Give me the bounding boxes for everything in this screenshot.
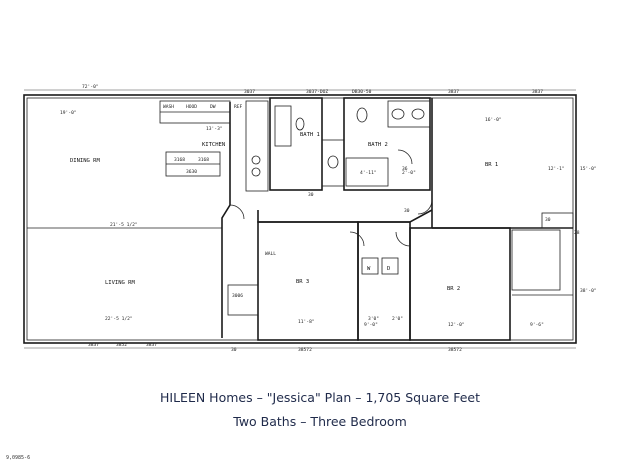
door-tag-c: 30 [231, 347, 237, 353]
footer-code: 9,0985-6 [6, 455, 31, 461]
bath1-walls [269, 97, 323, 191]
door-swing-kitchen [229, 204, 245, 220]
dim-kitchen-width: 13'-3" [206, 126, 223, 132]
window-bottom-2: 3852 [116, 342, 127, 348]
door-swing-br1 [417, 199, 433, 215]
bath2-walls [343, 97, 431, 191]
island-label-b: 3168 [198, 157, 209, 163]
dryer-box [381, 257, 399, 275]
br2-closet [511, 229, 561, 291]
dim-right-height: 15'-0" [580, 166, 597, 172]
br3-closet [227, 284, 259, 316]
window-top-2: 3037-DOZ [306, 89, 328, 95]
door-tag-a: 30 [308, 192, 314, 198]
window-top-4: 3837 [448, 89, 459, 95]
dim-br1-width: 16'-0" [485, 117, 502, 123]
dim-dining-width: 19'-0" [60, 110, 77, 116]
door-swing-br2 [395, 231, 411, 247]
bath1-toilet [295, 117, 305, 131]
bath1-sink [327, 155, 339, 169]
bath1-label: BATH 1 [300, 132, 320, 138]
fixture-dw: DW [210, 104, 216, 110]
bath1-tub [274, 105, 292, 147]
door-tag-e: 30 [404, 208, 410, 214]
bath2-label: BATH 2 [368, 142, 388, 148]
dim-bath2-width: 4'-11" [360, 170, 377, 176]
dim-bath2-closet: 2'-0" [402, 170, 416, 176]
door-tag-28: 28 [574, 230, 580, 236]
fixture-wash: WASH [163, 104, 174, 110]
range-burner [251, 155, 261, 165]
range-burner-2 [251, 167, 261, 177]
br1-label: BR 1 [485, 162, 498, 168]
br1-closet [541, 212, 574, 229]
bath2-tub [345, 157, 389, 187]
kitchen-side-counter [245, 100, 269, 192]
dim-hall-width: 9'-0" [364, 322, 378, 328]
window-top-5: 3837 [532, 89, 543, 95]
br3-label: BR 3 [296, 279, 309, 285]
window-bottom-1: 3837 [88, 342, 99, 348]
bath2-toilet [356, 107, 368, 123]
island-label-c: 3630 [186, 169, 197, 175]
window-bottom-5: 38572 [448, 347, 462, 353]
plan-caption-subtitle: Two Baths – Three Bedroom [233, 414, 407, 429]
living-room-label: LIVING RM [105, 280, 135, 286]
washer-box [361, 257, 379, 275]
dim-br1-height: 12'-1" [548, 166, 565, 172]
br2-label: BR 2 [447, 286, 460, 292]
dim-right-lower: 38'-0" [580, 288, 597, 294]
dining-room-label: DINING RM [70, 158, 100, 164]
washer-label: W [367, 266, 371, 272]
dim-living-wide: 21'-5 1/2" [110, 222, 138, 228]
door-tag-b: 30 [545, 217, 551, 223]
bath2-sink-1 [391, 108, 405, 120]
window-bottom-4: 38572 [298, 347, 312, 353]
door-swing-br3 [349, 231, 365, 247]
bath2-vanity [387, 100, 431, 128]
exterior-wall [23, 94, 577, 344]
bath2-sink-2 [411, 108, 425, 120]
window-top-1: 3037 [244, 89, 255, 95]
closet-tag-3: 2'0" [392, 316, 403, 322]
kitchen-wall [221, 102, 231, 338]
plan-caption-title: HILEEN Homes – "Jessica" Plan – 1,705 Sq… [160, 390, 480, 405]
dim-living-bottom: 22'-5 1/2" [105, 316, 133, 322]
closet-tag-2: 3'0" [368, 316, 379, 322]
door-swing-bath2 [397, 149, 413, 165]
bath1-vanity [321, 139, 345, 187]
window-bottom-3: 3837 [146, 342, 157, 348]
door-tag-3006: 3006 [232, 293, 243, 299]
br2-walls [409, 227, 511, 341]
window-top-3: DB30-50 [352, 89, 372, 95]
wall-label: WALL [265, 251, 276, 257]
kitchen-label: KITCHEN [202, 142, 225, 148]
door-tag-d: 36 [402, 166, 408, 172]
dim-top-overall: 72'-0" [82, 84, 99, 90]
dim-br3-width: 11'-8" [298, 319, 315, 325]
dim-br2-width: 12'-0" [448, 322, 465, 328]
fixture-hood: HOOD [186, 104, 197, 110]
fixture-ref: REF [234, 104, 243, 110]
dryer-label: D [387, 266, 390, 272]
dim-closet-width: 9'-6" [530, 322, 544, 328]
island-label-a: 3168 [174, 157, 185, 163]
